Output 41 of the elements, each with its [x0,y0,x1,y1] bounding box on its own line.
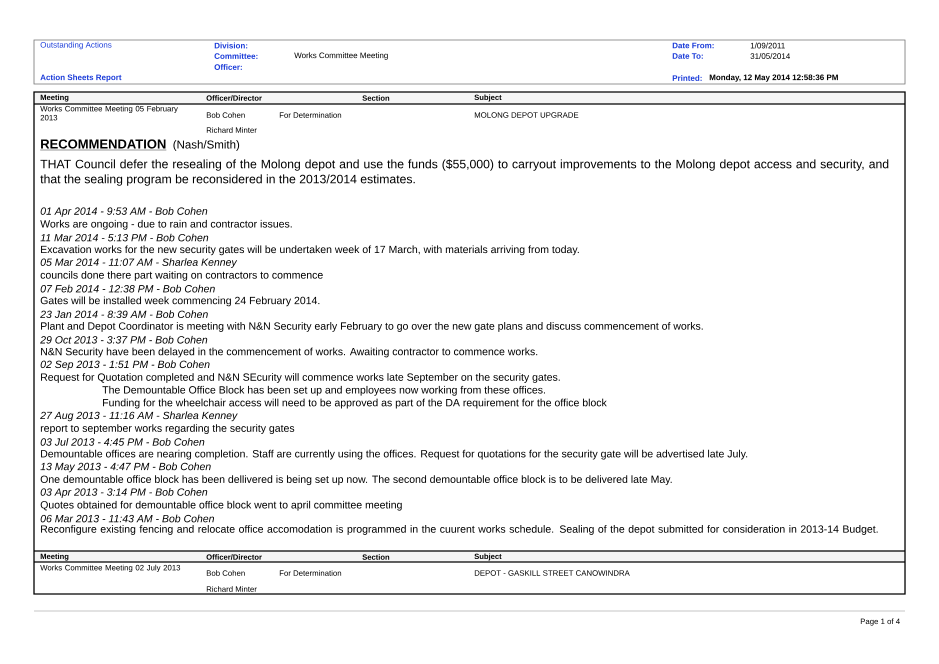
field-value: Works Committee Meeting [294,52,388,60]
printed-date: Monday, 12 May 2014 12:58:36 PM [710,74,838,82]
log-entry-text: N&N Security have been delayed in the commencement of works. Awaiting contractor to commence works. [41,348,538,358]
field-value: 1/09/2011 [750,42,785,48]
log-entry-date: 01 Apr 2014 - 9:53 AM - Bob Cohen [40,207,208,217]
log-entry-date: 29 Oct 2013 - 3:37 PM - Bob Cohen [40,336,208,344]
section-heading: RECOMMENDATION [40,139,167,150]
recommendation-text: THAT Council defer the resealing of the Molong depot and use the funds ($55,000) to carryout improvements to the Molong depot access and security, and that the sealing program be reconsidered in the 2013/2014 estimates. [40,159,888,186]
field-label: Committee: [214,53,258,59]
log-entry-date: 27 Aug 2013 - 11:16 AM - Sharlea Kenney [40,411,238,422]
log-entry-text: Demountable offices are nearing completion. Staff are currently using the offices. Request for quotations for the security gate will be advertised late July. [41,450,748,460]
report-title: Action Sheets Report [40,74,122,82]
log-entry-text: Funding for the wheelchair access will need to be approved as part of the DA requirement for the office block [103,398,607,408]
log-entry-date: 05 Mar 2014 - 11:07 AM - Sharlea Kenney [40,258,238,268]
mover-names: (Nash/Smith) [173,140,240,151]
field-label: Printed: [672,75,702,81]
log-entry-text: The Demountable Office Block has been set up and employees now working from these offices. [102,386,545,396]
log-entry-text: Quotes obtained for demountable office block went to april committee meeting [40,500,402,511]
log-entry-date: 13 May 2013 - 4:47 PM - Bob Cohen [40,462,211,472]
field-value: 31/05/2014 [750,53,790,59]
log-entry-date: 23 Jan 2014 - 8:39 AM - Bob Cohen [40,310,208,318]
log-entry-text: One demountable office block has been dellivered is being set up now. The second demountable office block is to be delivered late May. [40,475,672,486]
log-entry-text: report to september works regarding the security gates [40,424,294,434]
log-entry-date: 06 Mar 2013 - 11:43 AM - Bob Cohen [40,514,214,522]
log-entry-text: councils done there part waiting on contractors to commence [40,270,323,281]
field-label: Date From: [672,42,714,48]
log-entry-date: 03 Jul 2013 - 4:45 PM - Bob Cohen [40,438,204,446]
field-label: Division: [214,42,248,48]
log-entry-text: Excavation works for the new security gates will be undertaken week of 17 March, with materials arriving from today. [41,245,579,256]
log-entry-date: 07 Feb 2014 - 12:38 PM - Bob Cohen [40,284,215,292]
log-entry-date: 02 Sep 2013 - 1:51 PM - Bob Cohen [40,360,210,370]
log-entry-date: 03 Apr 2013 - 3:14 PM - Bob Cohen [40,488,208,498]
report-title: Outstanding Actions [40,42,112,50]
log-entry-date: 11 Mar 2014 - 5:13 PM - Bob Cohen [40,234,208,242]
log-entry-text: Plant and Depot Coordinator is meeting with N&N Security early February to go over the new gate plans and discuss commencement of works. [41,322,703,332]
field-label: Date To: [672,53,703,59]
log-entry-text: Works are ongoing - due to rain and contractor issues. [40,220,292,230]
log-entry-text: Request for Quotation completed and N&N SEcurity will commence works late September on the security gates. [41,373,560,383]
log-entry-text: Gates will be installed week commencing 24 February 2014. [40,296,320,306]
field-label: Officer: [214,64,242,70]
log-entry-text: Reconfigure existing fencing and relocate office accomodation is programmed in the cuurent works schedule. Sealing of the depot submitted for consideration in 2013-14 Budget. [41,525,878,535]
